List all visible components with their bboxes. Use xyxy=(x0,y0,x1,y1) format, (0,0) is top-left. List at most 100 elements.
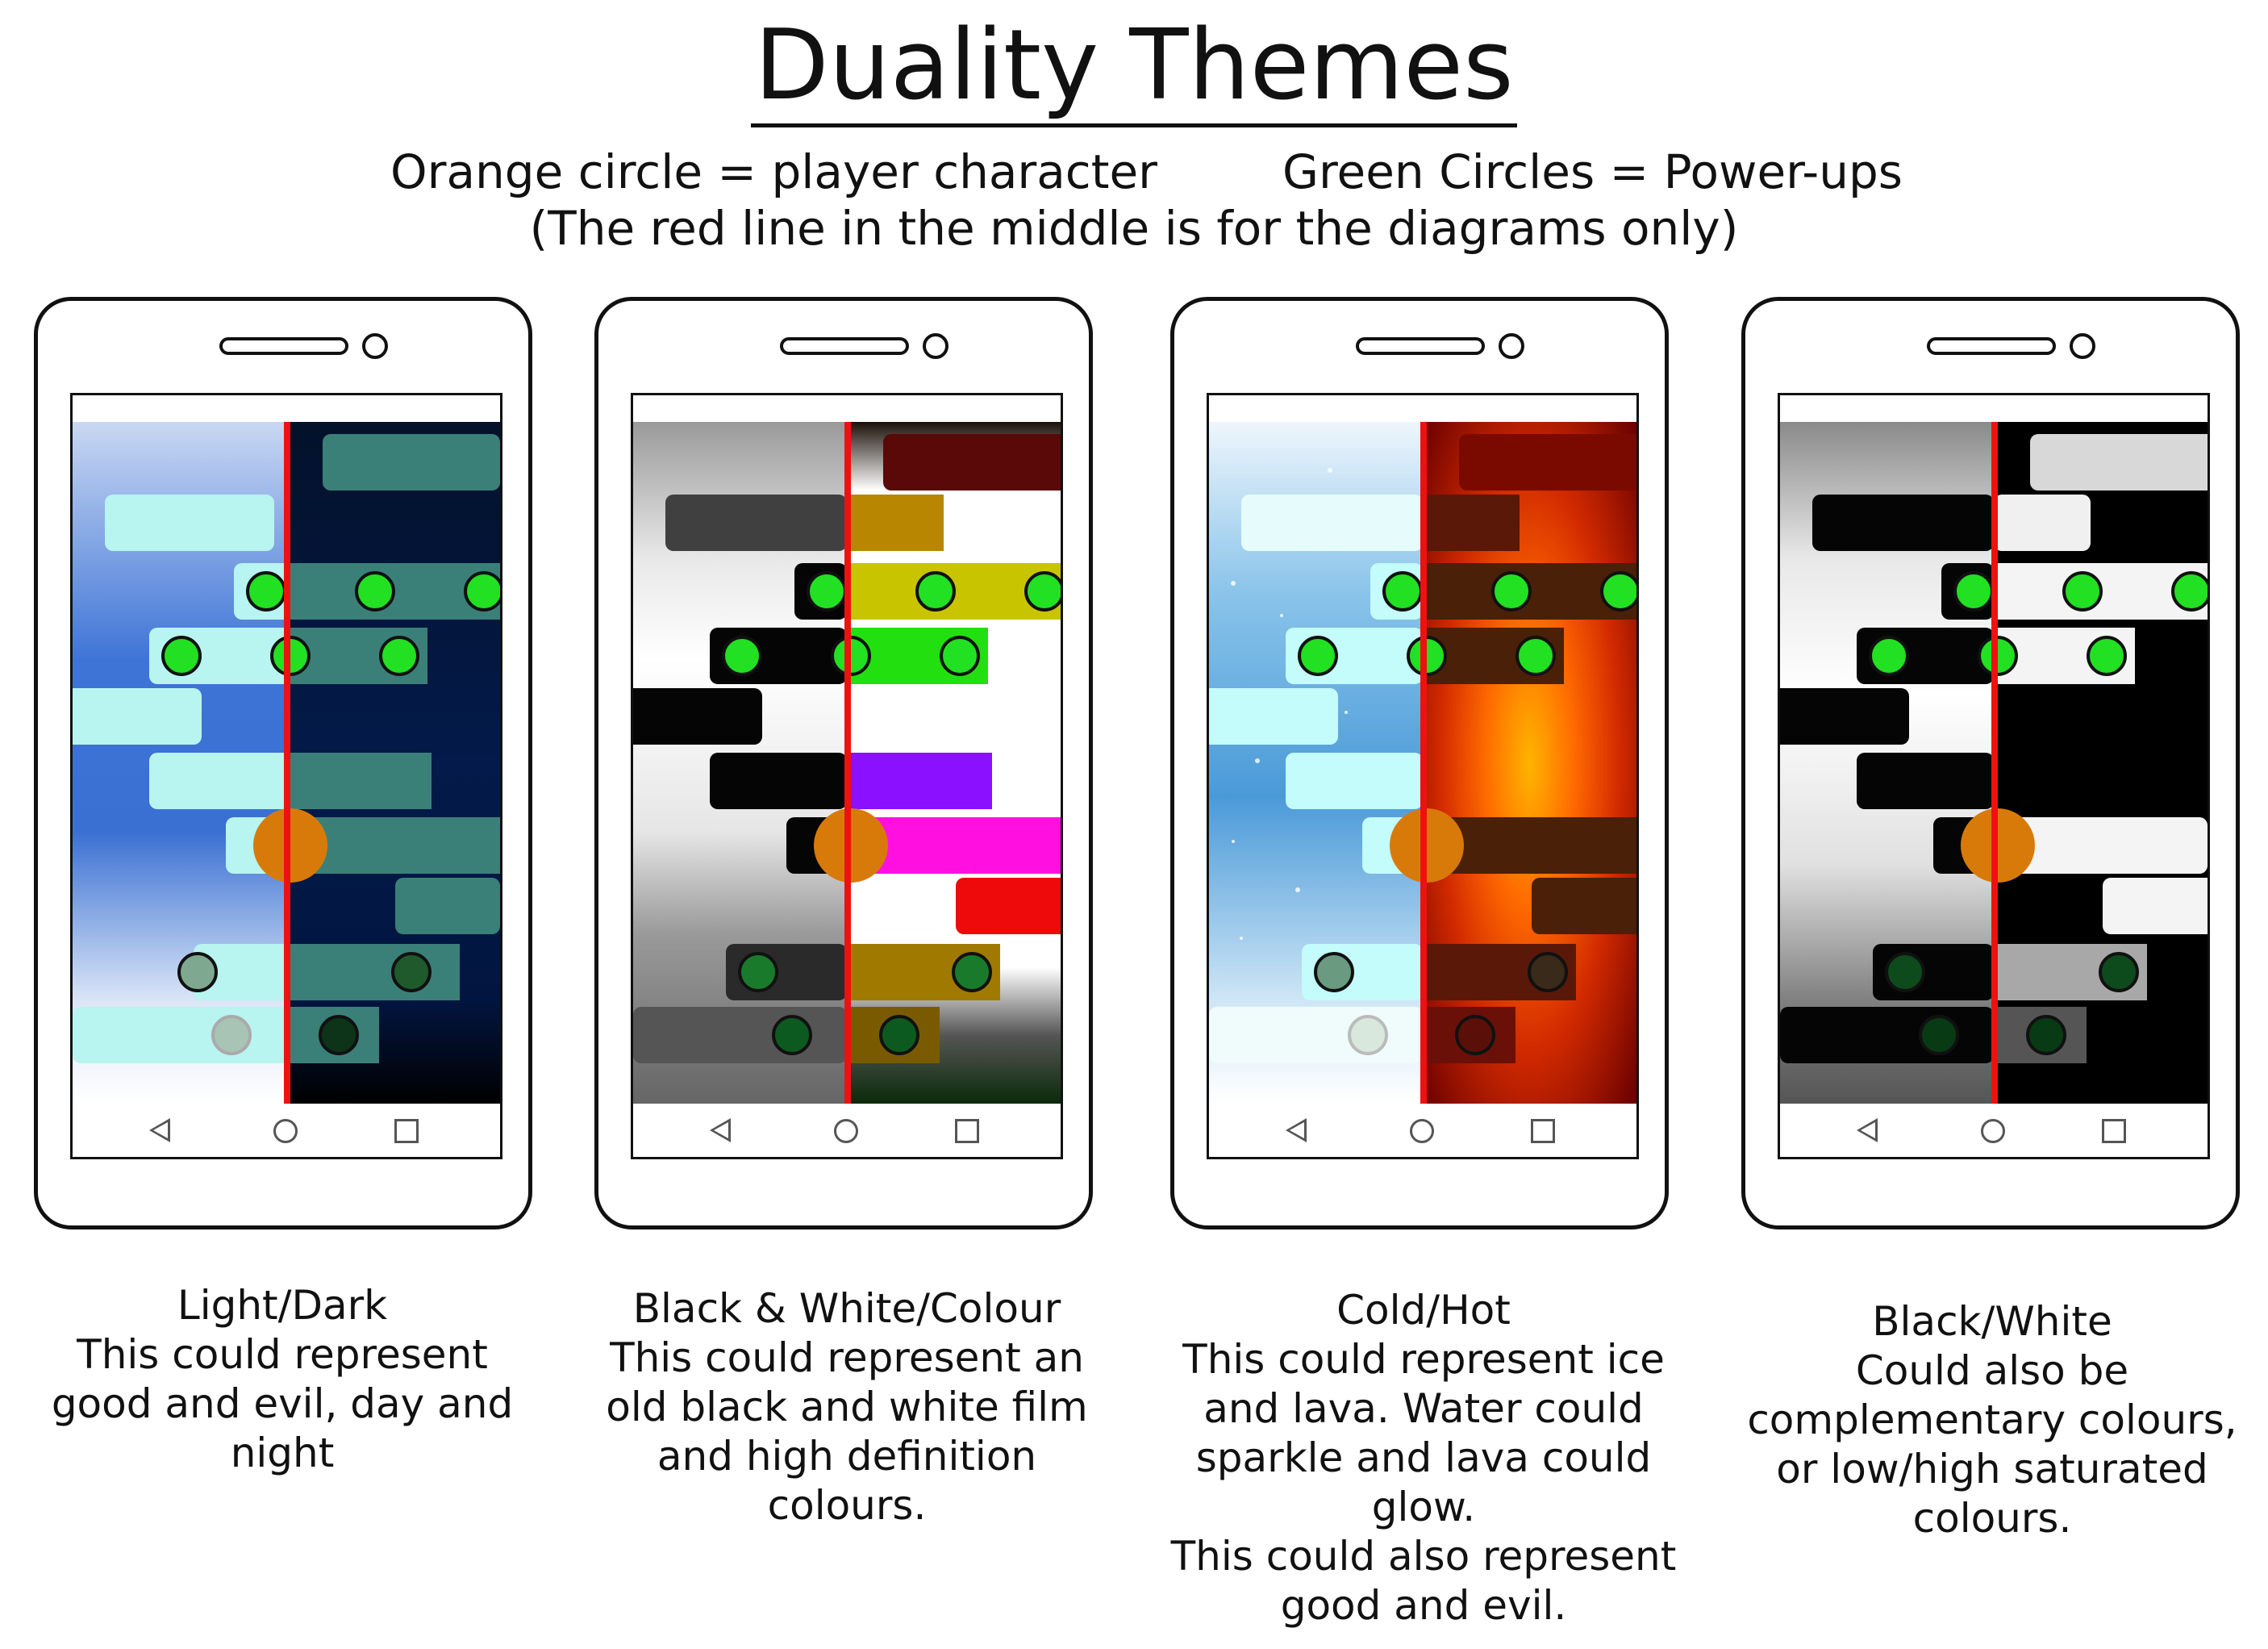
nav-bar xyxy=(633,1103,1061,1157)
powerup-faded xyxy=(2026,1015,2066,1055)
divider-line xyxy=(284,422,290,1104)
platform xyxy=(1286,753,1423,809)
sparkle xyxy=(1240,937,1243,940)
sparkles xyxy=(1231,468,1348,940)
home-icon[interactable] xyxy=(834,1119,858,1143)
powerup xyxy=(246,571,286,612)
powerup xyxy=(2087,636,2127,676)
powerups xyxy=(722,571,1061,1055)
platform xyxy=(1241,495,1423,551)
caption-heading: Black/White xyxy=(1872,1298,2112,1345)
platform xyxy=(710,753,847,809)
platform xyxy=(633,688,762,745)
powerup-faded xyxy=(391,952,432,992)
nav-bar xyxy=(1209,1103,1636,1157)
powerup-faded xyxy=(177,952,218,992)
home-icon[interactable] xyxy=(1410,1119,1434,1143)
speaker-icon xyxy=(1927,337,2056,355)
sparkle xyxy=(1295,887,1300,892)
powerup-faded xyxy=(1348,1015,1388,1055)
game-scene-bw-colour xyxy=(633,422,1061,1104)
recent-apps-icon[interactable] xyxy=(2102,1119,2126,1143)
platform xyxy=(633,1007,847,1063)
sparkle xyxy=(1328,468,1332,473)
nav-bar xyxy=(1780,1103,2208,1157)
caption-line: old black and white film xyxy=(606,1384,1088,1430)
powerup xyxy=(2171,571,2208,612)
powerups xyxy=(1298,571,1636,1055)
powerup xyxy=(464,571,500,612)
caption-line: glow. xyxy=(1371,1484,1476,1530)
powerup xyxy=(355,571,395,612)
phone-screen xyxy=(70,393,502,1159)
home-icon[interactable] xyxy=(273,1119,298,1143)
back-icon[interactable] xyxy=(1286,1118,1307,1142)
platform xyxy=(883,434,1061,491)
caption-line: good and evil, day and xyxy=(51,1380,514,1427)
platform xyxy=(395,878,500,934)
game-scene-cold-hot xyxy=(1209,422,1636,1104)
powerup xyxy=(1600,571,1636,612)
caption-line: Could also be xyxy=(1855,1347,2129,1394)
platform xyxy=(1994,817,2208,874)
powerup-faded xyxy=(738,952,778,992)
platform xyxy=(1423,495,1520,551)
platform xyxy=(1459,434,1636,491)
caption-cold-hot: Cold/Hot This could represent ice and la… xyxy=(1161,1286,1686,1630)
camera-icon xyxy=(923,333,948,359)
platform xyxy=(73,688,202,745)
back-icon[interactable] xyxy=(710,1118,731,1142)
back-icon[interactable] xyxy=(149,1118,170,1142)
powerup-faded xyxy=(1919,1015,1959,1055)
platform xyxy=(323,434,500,491)
caption-line: complementary colours, xyxy=(1747,1396,2237,1443)
caption-line: sparkle and lava could xyxy=(1195,1434,1652,1481)
caption-black-white: Black/White Could also be complementary … xyxy=(1734,1297,2250,1543)
powerup-faded xyxy=(1885,952,1925,992)
powerup xyxy=(807,571,847,612)
phone-screen xyxy=(1778,393,2210,1159)
platform xyxy=(1857,753,1994,809)
powerup-faded xyxy=(2099,952,2139,992)
powerup-faded xyxy=(772,1015,812,1055)
powerup xyxy=(1382,571,1423,612)
recent-apps-icon[interactable] xyxy=(955,1119,979,1143)
caption-line: and lava. Water could xyxy=(1203,1385,1644,1432)
back-icon[interactable] xyxy=(1857,1118,1878,1142)
legend-powerups: Green Circles = Power-ups xyxy=(1282,144,1903,199)
platform xyxy=(665,495,847,551)
powerup xyxy=(1869,636,1909,676)
caption-bw-colour: Black & White/Colour This could represen… xyxy=(585,1284,1109,1530)
platform xyxy=(1812,495,1994,551)
powerup xyxy=(161,636,202,676)
caption-line: This could represent ice xyxy=(1182,1336,1665,1383)
home-icon[interactable] xyxy=(1981,1119,2005,1143)
powerup xyxy=(1024,571,1061,612)
phone-cold-hot xyxy=(1170,297,1669,1229)
divider-line xyxy=(1991,422,1998,1104)
game-scene-light-dark xyxy=(73,422,500,1104)
powerup xyxy=(1298,636,1338,676)
platform xyxy=(2030,434,2208,491)
caption-line: or low/high saturated xyxy=(1776,1446,2208,1492)
platform xyxy=(1209,688,1338,745)
caption-line: colours. xyxy=(1912,1495,2072,1542)
platform xyxy=(847,753,992,809)
powerup xyxy=(940,636,980,676)
camera-icon xyxy=(2070,333,2095,359)
phone-screen xyxy=(631,393,1063,1159)
powerup xyxy=(1515,636,1556,676)
powerup xyxy=(2062,571,2103,612)
powerups xyxy=(161,571,500,1055)
platform xyxy=(1780,688,1909,745)
sparkle xyxy=(1280,614,1283,617)
phone-bw-colour xyxy=(594,297,1093,1229)
platform xyxy=(1209,1007,1423,1063)
powerups xyxy=(1869,571,2208,1055)
phone-light-dark xyxy=(34,297,532,1229)
recent-apps-icon[interactable] xyxy=(1531,1119,1555,1143)
sparkle xyxy=(1345,711,1348,714)
powerup-faded xyxy=(1528,952,1568,992)
caption-line: This could represent an xyxy=(610,1334,1084,1381)
recent-apps-icon[interactable] xyxy=(394,1119,419,1143)
